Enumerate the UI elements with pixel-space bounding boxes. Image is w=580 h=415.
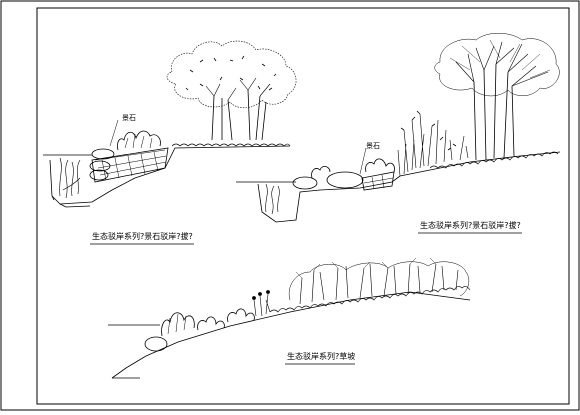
inner-frame [36, 7, 570, 405]
caption-2-underline [418, 232, 522, 234]
label-leader-1 [109, 119, 119, 147]
section-2 [236, 33, 561, 223]
gabion-2 [361, 171, 395, 191]
tree-canopy-1 [166, 40, 297, 109]
flowers-3 [253, 293, 271, 317]
aquatic-plants-2 [265, 183, 280, 215]
turf-2 [429, 151, 559, 169]
boulder-1a [91, 148, 115, 160]
ground-profile-2 [257, 151, 561, 223]
tree-trunks-1 [211, 89, 267, 141]
caption-2: 生态驳岸系列?景石驳岸?拔? [420, 221, 521, 230]
rock-label-2: 景石 [366, 142, 380, 150]
boulder-2a [292, 176, 318, 190]
section-3 [108, 257, 471, 379]
grasses-2 [397, 113, 433, 177]
tree-trunks-2 [473, 63, 515, 161]
boulder-1c [89, 169, 109, 181]
tree-canopy-2 [434, 33, 560, 97]
caption-1: 生态驳岸系列?景石驳岸?拔? [92, 232, 193, 241]
boulder-1b [89, 160, 111, 172]
section-1 [43, 40, 297, 208]
ground-profile-1 [49, 145, 291, 205]
foundation-1 [51, 195, 91, 208]
gabion-1 [91, 147, 169, 183]
shrub-3c [227, 308, 255, 323]
tree-row-trunks-3 [299, 263, 459, 305]
boulder-3 [144, 336, 168, 352]
shrub-3a [161, 312, 195, 337]
turf-3 [269, 286, 471, 313]
rock-label-1: 景石 [122, 114, 136, 122]
aquatic-plants-1 [59, 157, 81, 199]
caption-3-underline [285, 363, 355, 365]
boulder-2b [326, 171, 364, 189]
caption-3: 生态驳岸系列?草坡 [287, 352, 356, 361]
turf-1 [171, 143, 291, 147]
shrub-3b [197, 316, 225, 331]
shrub-2a [311, 166, 331, 179]
label-leader-2 [359, 147, 367, 175]
shrub-1 [117, 130, 161, 151]
shrub-2b [365, 158, 395, 173]
caption-1-underline [90, 243, 194, 245]
ground-profile-3 [111, 291, 471, 379]
